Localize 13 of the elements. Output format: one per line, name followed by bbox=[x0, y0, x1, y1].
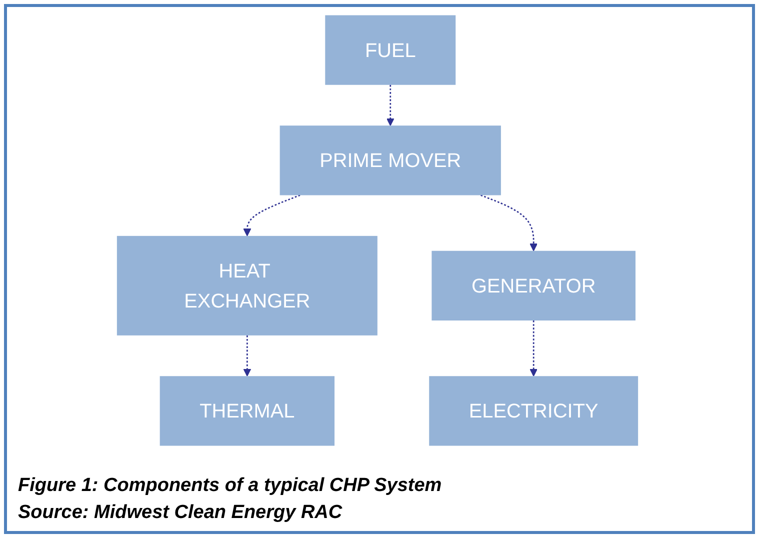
process-box: THERMAL bbox=[160, 376, 335, 446]
arrow bbox=[243, 194, 300, 236]
process-box: HEAT EXCHANGER bbox=[116, 236, 378, 336]
process-box: PRIME MOVER bbox=[280, 126, 501, 196]
arrow bbox=[243, 335, 252, 376]
process-box: FUEL bbox=[325, 15, 456, 85]
figure-caption: Figure 1: Components of a typical CHP System bbox=[18, 475, 442, 497]
process-box: GENERATOR bbox=[432, 250, 636, 320]
process-box: ELECTRICITY bbox=[429, 376, 638, 446]
arrow bbox=[480, 194, 538, 252]
arrow bbox=[386, 84, 394, 126]
arrow bbox=[530, 320, 538, 376]
source-note: Source: Midwest Clean Energy RAC bbox=[18, 502, 342, 524]
